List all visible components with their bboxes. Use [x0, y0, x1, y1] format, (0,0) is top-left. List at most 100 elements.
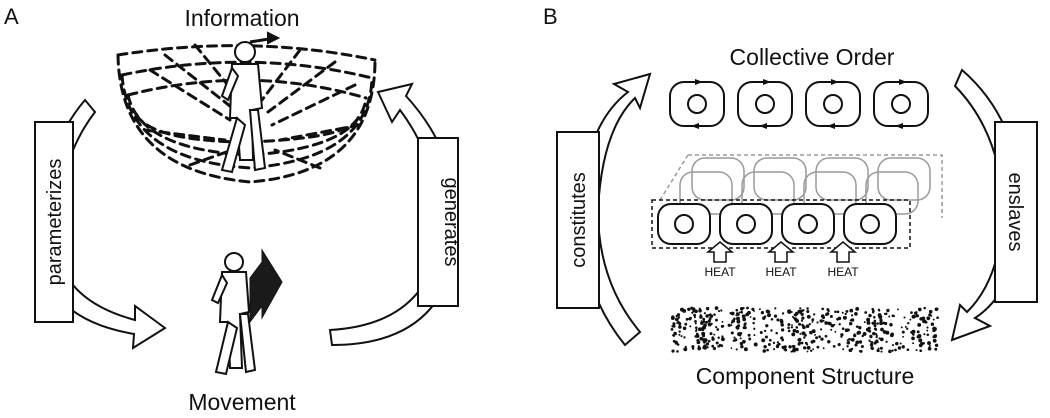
particle [672, 322, 676, 326]
particle [767, 313, 771, 318]
particle [691, 311, 694, 314]
particle [855, 325, 859, 328]
particle [811, 320, 814, 323]
particle [859, 349, 863, 353]
particle [816, 345, 820, 349]
particle [800, 341, 804, 345]
particle [715, 318, 718, 322]
particle [840, 333, 844, 337]
particle [830, 323, 835, 328]
particle [844, 312, 847, 316]
particle [854, 343, 858, 347]
particle [885, 340, 888, 343]
particle [707, 339, 711, 343]
panel-a: A Information [4, 4, 462, 415]
particle [803, 346, 807, 350]
particle [919, 349, 923, 353]
particle [930, 322, 935, 326]
particle [733, 336, 736, 339]
enslaves-label: enslaves [1004, 173, 1026, 252]
particle [763, 315, 767, 318]
particle [826, 308, 830, 312]
particle [687, 307, 691, 311]
particle [873, 319, 877, 323]
particle [821, 307, 825, 311]
particle [693, 313, 697, 317]
component-structure-label: Component Structure [696, 363, 915, 389]
particle [928, 313, 932, 317]
particle [906, 327, 909, 330]
particle [811, 318, 815, 322]
particle [790, 311, 793, 313]
particle [897, 346, 902, 350]
particle [850, 337, 855, 342]
panel-a-letter: A [4, 4, 19, 29]
particle [711, 344, 715, 348]
particle [707, 319, 711, 323]
particle [765, 324, 769, 328]
panel-b-letter: B [543, 4, 558, 29]
particle [934, 307, 939, 312]
particle [875, 333, 878, 336]
particle [692, 347, 695, 350]
particle [746, 306, 749, 310]
particle [758, 308, 761, 311]
particle [900, 326, 903, 329]
particle [871, 321, 875, 325]
particle [703, 312, 707, 315]
particle [806, 309, 810, 314]
particle [773, 348, 776, 351]
particle [842, 315, 847, 320]
particle [720, 344, 724, 348]
particle [699, 336, 703, 341]
particle [801, 331, 806, 336]
particle [818, 335, 821, 339]
particle [676, 321, 679, 325]
particle [850, 318, 855, 322]
generates-label-box: generates [417, 137, 462, 307]
particle [873, 324, 877, 328]
particle [927, 341, 931, 346]
particle [873, 327, 877, 331]
particle [790, 350, 793, 353]
particle [829, 315, 833, 318]
particle [708, 317, 712, 321]
particle [904, 325, 907, 328]
particle [877, 313, 882, 318]
particle [742, 325, 746, 330]
particle [773, 314, 778, 318]
convection-cells-front [651, 199, 911, 249]
particle [798, 341, 801, 344]
particle [722, 325, 725, 328]
particle [775, 331, 778, 335]
particle [879, 337, 884, 342]
particle [715, 341, 719, 345]
particle [841, 327, 845, 331]
particle [793, 345, 796, 348]
particle [792, 347, 796, 351]
particle [682, 326, 687, 331]
particle [675, 317, 679, 322]
particle [699, 315, 703, 319]
panel-b: B Collective Order [543, 4, 1038, 389]
particle [799, 307, 802, 310]
particle [678, 325, 682, 329]
heat-label-1: HEAT [704, 265, 736, 279]
particle [813, 313, 816, 316]
particle [749, 316, 752, 318]
particle [753, 342, 758, 347]
particle [851, 347, 854, 350]
particle [691, 345, 695, 349]
particle [815, 336, 819, 340]
particle [701, 334, 706, 338]
particle [791, 332, 796, 337]
particle [912, 333, 915, 336]
particle [730, 321, 734, 324]
particle [794, 313, 798, 317]
particle [801, 319, 803, 322]
particle [730, 324, 733, 327]
particle [696, 340, 701, 345]
particle [855, 340, 860, 345]
particle [779, 319, 784, 324]
